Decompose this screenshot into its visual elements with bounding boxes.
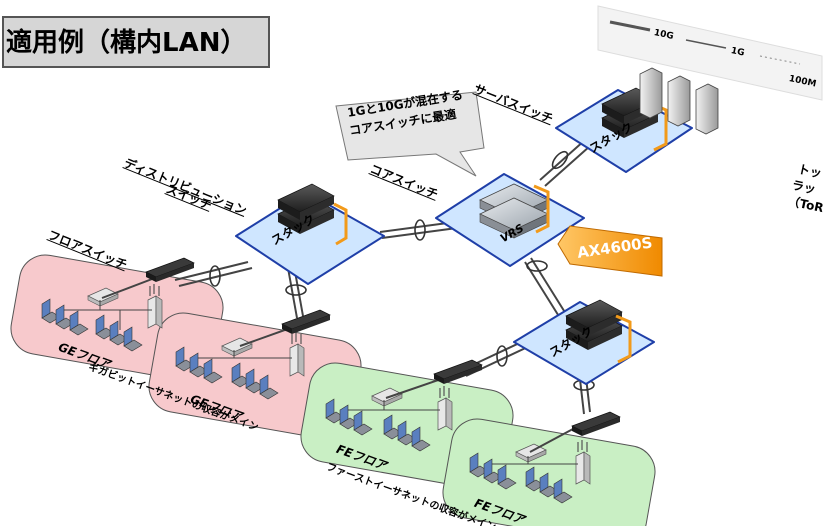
fe-floor-1-devices <box>325 385 453 452</box>
legend-box <box>597 5 823 101</box>
callout-bubble <box>335 91 485 177</box>
title-box <box>2 16 270 68</box>
floor-switch-3 <box>433 359 483 385</box>
ge-floor-1-devices <box>41 283 163 352</box>
core-stack <box>435 173 585 267</box>
right-distribution-stack <box>513 299 655 385</box>
server-icons <box>639 67 719 135</box>
floor-switch-4 <box>571 411 621 437</box>
fe-floor-2 <box>442 418 656 526</box>
floor-switch-2 <box>281 309 331 335</box>
page-title: 適用例（構内LAN） <box>6 28 247 58</box>
product-tag-shape <box>557 225 663 277</box>
distribution-stack <box>235 183 385 285</box>
fe-floor-2-devices <box>469 439 591 504</box>
ge-floor-2-devices <box>175 331 305 400</box>
